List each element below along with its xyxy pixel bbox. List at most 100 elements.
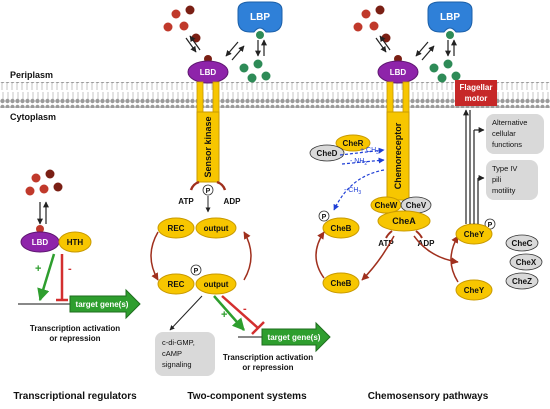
ligand-molecule (375, 5, 385, 15)
chemo-binding-arrows (375, 35, 457, 61)
methylation-plus-label: + CH3 (360, 147, 379, 156)
tcs-free-ligands (239, 59, 271, 83)
cheb-phosphorylated (322, 217, 360, 239)
tcs-cycle-arrows (150, 231, 252, 281)
tcs-signaling-line3: signaling (162, 360, 192, 369)
chemo-ligand-cluster (353, 5, 391, 43)
tr-regulation-arrows (37, 253, 68, 302)
chey-output-arrows (463, 109, 485, 224)
tcs-repression-bar (251, 321, 265, 335)
ligand-molecule (39, 184, 49, 194)
chea-label: CheA (392, 216, 416, 226)
tr-binding-arrows (37, 201, 49, 225)
tr-hth-label: HTH (67, 238, 84, 247)
chev-label: CheV (406, 201, 427, 210)
cheb-unphosphorylated (322, 272, 360, 294)
chemo-tm-helix (386, 81, 394, 115)
chey-phospho-label: P (488, 222, 493, 229)
cheb-phospho (318, 210, 330, 222)
tcs-tm-helix (196, 81, 204, 115)
tcs-result-line2: or repression (242, 363, 293, 372)
ligand-molecule (353, 22, 363, 32)
chec-protein (505, 234, 539, 252)
chemo-section-title: Chemosensory pathways (368, 391, 489, 402)
flagellar-motor-line2: motor (465, 94, 488, 103)
chemo-free-ligands (429, 59, 461, 83)
tcs-target-gene-arrow (261, 321, 331, 353)
periplasm-label: Periplasm (10, 70, 53, 80)
tcs-adp-label: ADP (224, 197, 242, 206)
ligand-molecule (361, 9, 371, 19)
ligand-molecule (53, 182, 63, 192)
tcs-response-regulator-inactive (157, 217, 237, 239)
tr-result-line2: or repression (49, 334, 100, 343)
tcs-result-line1: Transcription activation (223, 353, 313, 362)
cher-label: CheR (343, 139, 364, 148)
tcs-regulation-arrows (213, 295, 265, 335)
tr-section-title: Transcriptional regulators (13, 391, 137, 402)
tcs-rec-label: REC (168, 224, 185, 233)
chemo-lbd-label: LBD (390, 68, 407, 77)
chemo-phosphotransfer-arrows (315, 231, 459, 283)
tcs-target-gene-label: target gene(s) (268, 333, 321, 342)
tr-target-gene-arrow (69, 288, 141, 320)
ligand-molecule (253, 59, 263, 69)
ligand-molecule (171, 9, 181, 19)
flagellar-motor-line1: Flagellar (460, 83, 493, 92)
chea-protein (377, 210, 431, 232)
ligand-molecule (179, 21, 189, 31)
cheb-phospho-label: P (322, 214, 327, 221)
chemo-lbd-domain (377, 60, 419, 84)
ched-label: CheD (317, 149, 338, 158)
tcs-minus-sign: - (243, 303, 247, 315)
pili-motility-box (486, 160, 538, 200)
tcs-kinase-feet (189, 180, 227, 191)
ligand-molecule (429, 63, 439, 73)
ligand-molecule (25, 186, 35, 196)
chex-label: CheX (516, 258, 537, 267)
cheb-phosphorylated-label: CheB (331, 224, 352, 233)
tcs-kinase-phospho-label: P (206, 188, 211, 195)
tcs-tm-helix (212, 81, 220, 115)
tcs-signaling-line1: c-di-GMP, (162, 338, 195, 347)
chex-protein (509, 253, 543, 271)
ligand-molecule (191, 33, 201, 43)
ligand-molecule (163, 22, 173, 32)
demethylation-label: - CH3 (344, 187, 361, 196)
ligand-molecule (451, 71, 461, 81)
tcs-binding-arrows (185, 35, 267, 61)
tcs-sensor-kinase (196, 111, 220, 183)
chez-protein (505, 272, 539, 290)
tcs-sensor-kinase-label: Sensor kinase (203, 116, 213, 177)
ligand-molecule (381, 33, 391, 43)
ligand-molecule (31, 173, 41, 183)
chemo-lbp-label: LBP (440, 12, 460, 23)
deamidation-label: - NH2 (350, 158, 367, 167)
ligand-molecule (369, 21, 379, 31)
alt-functions-box (486, 114, 544, 154)
pili-motility-line3: motility (492, 186, 516, 195)
tcs-ligand-cluster (163, 5, 201, 43)
chemo-adp-label: ADP (418, 239, 436, 248)
ligand-molecule (247, 73, 257, 83)
cheb-unphosphorylated-label: CheB (331, 279, 352, 288)
tr-plus-sign: + (35, 263, 41, 275)
tcs-response-regulator-active (157, 273, 237, 295)
tr-activation-arrow (37, 253, 56, 302)
tcs-rr-phospho-label: P (194, 268, 199, 275)
chey-unphosphorylated-label: CheY (464, 286, 485, 295)
pili-motility-line2: pili (492, 175, 502, 184)
alt-functions-line1: Alternative (492, 118, 527, 127)
chey-phosphorylated-label: CheY (464, 230, 485, 239)
chemo-chemoreceptor-label: Chemoreceptor (393, 122, 403, 189)
flagellar-motor (455, 80, 497, 106)
chemo-atp-label: ATP (378, 239, 394, 248)
tcs-rr-phospho (190, 264, 202, 276)
tr-lbd-label: LBD (32, 238, 49, 247)
tcs-activation-arrow (213, 295, 245, 331)
chew-label: CheW (375, 201, 398, 210)
tcs-lbp-label: LBP (250, 12, 270, 23)
chey-unphosphorylated (455, 279, 493, 301)
ligand-molecule (443, 59, 453, 69)
tcs-signaling-arrow (169, 295, 203, 331)
